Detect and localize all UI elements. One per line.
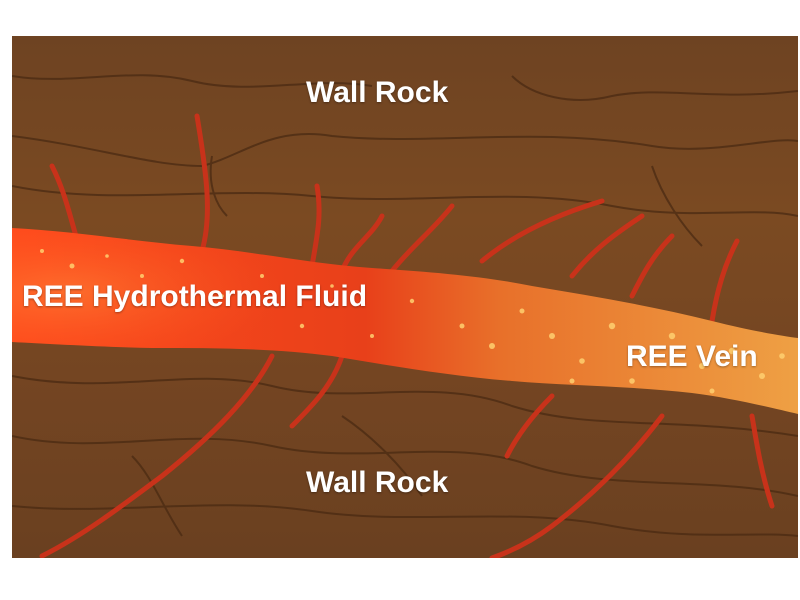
diagram-canvas — [12, 36, 798, 558]
upper-veinlets — [49, 113, 740, 324]
rock-cracks — [12, 74, 798, 537]
fluid-bubbles — [40, 249, 785, 394]
wall-rock-bottom-label: Wall Rock — [306, 466, 449, 499]
wall-rock-top-label: Wall Rock — [306, 76, 449, 109]
ree-vein-label: REE Vein — [626, 340, 758, 373]
geology-diagram — [12, 36, 798, 558]
hydrothermal-fluid-label: REE Hydrothermal Fluid — [22, 280, 368, 313]
lower-veinlets — [39, 353, 775, 558]
fluid-glow — [12, 228, 372, 356]
